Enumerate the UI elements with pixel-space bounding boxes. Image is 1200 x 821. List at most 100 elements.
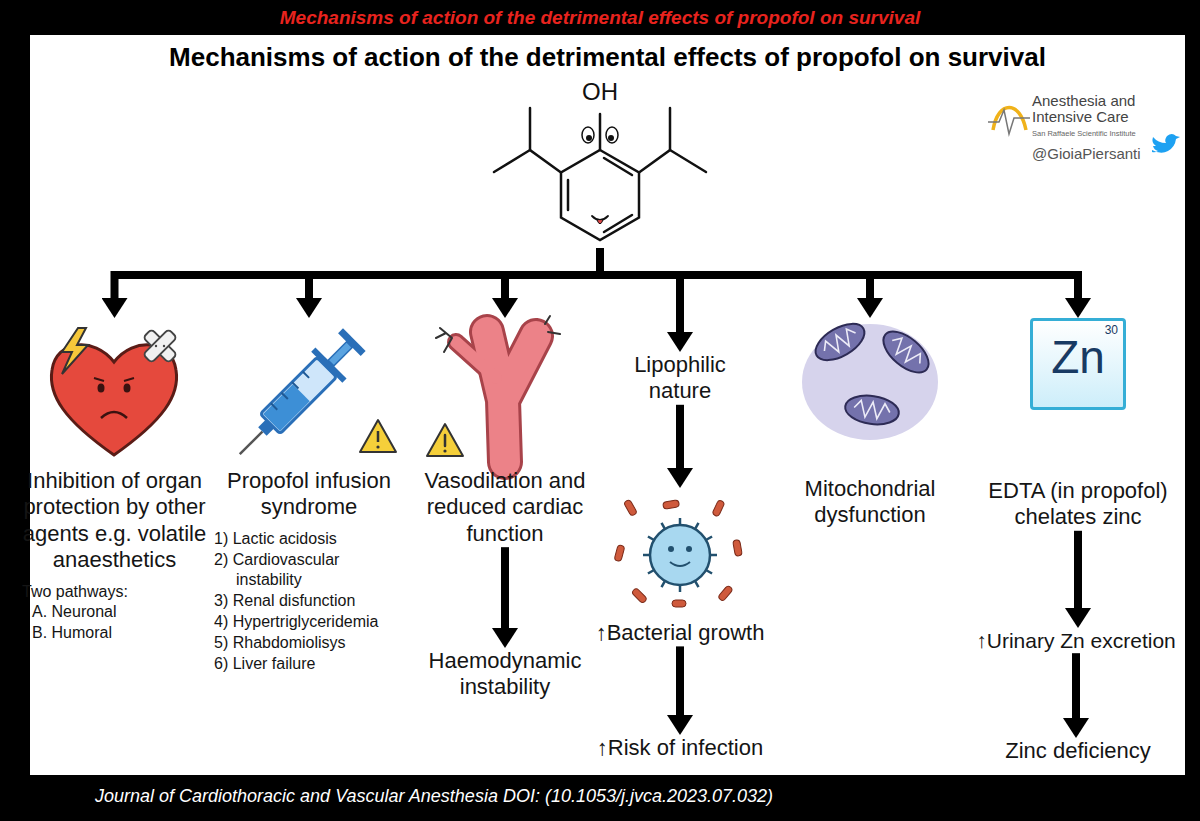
syringe-icon-part-part — [240, 432, 263, 455]
broken-heart-icon-part — [62, 328, 88, 374]
broken-heart-icon — [51, 328, 177, 455]
bacteria-icon-part — [686, 546, 692, 552]
bacteria-icon-part-part — [623, 499, 637, 516]
node-subtext: 2) Cardiovascular instability — [212, 550, 406, 592]
bacteria-icon-part — [643, 518, 717, 592]
node-subtext: 3) Renal disfunction — [212, 591, 406, 612]
bacteria-icon-part — [614, 499, 742, 607]
arrow-connector — [309, 248, 600, 298]
bacteria-icon-part-part — [718, 585, 734, 602]
mitochondria-icon-part-part — [820, 326, 859, 358]
broken-heart-icon-part — [94, 378, 134, 381]
logo-institute: San Raffaele Scientific Institute — [1032, 129, 1136, 138]
mitochondria-icon-part — [876, 324, 935, 380]
mechanism-node: Lipophilic nature — [615, 352, 745, 405]
node-subtext: 5) Rhabdomiolisys — [212, 633, 406, 654]
mechanism-node: Vasodilation and reduced cardiac functio… — [420, 318, 590, 547]
mitochondria-icon-part — [810, 316, 871, 367]
bacteria-icon-part — [668, 546, 674, 552]
effect-node: ↑Bacterial growth — [580, 488, 780, 646]
node-text: Lipophilic nature — [615, 352, 745, 405]
propofol-molecule-part — [530, 108, 561, 173]
mitochondria-icon-part-part — [853, 400, 891, 421]
bacteria-icon-part-part — [672, 600, 686, 607]
node-subtext: B. Humoral — [22, 623, 207, 644]
node-subtext: 4) Hypertriglyceridemia — [212, 612, 406, 633]
broken-heart-icon-part-part — [155, 345, 157, 347]
panel — [30, 35, 1185, 775]
syringe-icon — [224, 324, 396, 470]
element-box: Zn30 — [1030, 318, 1126, 410]
mechanism-node: Mitochondrial dysfunction — [785, 318, 955, 529]
propofol-molecule-part — [599, 114, 602, 150]
node-text: Inhibition of organ protection by other … — [22, 468, 207, 574]
propofol-molecule-part — [604, 158, 632, 175]
node-subtext: A. Neuronal — [22, 602, 207, 623]
arrow-connector — [600, 248, 680, 332]
broken-heart-icon-part — [98, 384, 105, 393]
mitochondria-icon-part — [843, 392, 900, 427]
twitter-handle: @GioiaPiersanti — [1032, 145, 1141, 162]
logo-part — [988, 110, 1030, 134]
bacteria-icon-part-part — [614, 544, 625, 561]
node-text: ↑Urinary Zn excretion — [968, 628, 1184, 653]
blood-vessel-icon-part — [487, 332, 536, 462]
logo-name: Anesthesia and Intensive Care — [1032, 93, 1154, 125]
node-text: Propofol infusion syndrome — [212, 468, 406, 521]
arrow-connector — [1072, 653, 1080, 718]
propofol-molecule-part — [608, 135, 614, 141]
bacteria-icon — [614, 499, 742, 607]
propofol-molecule-part — [494, 150, 530, 172]
blood-vessel-icon-part — [444, 435, 447, 446]
blood-vessel-icon-part — [436, 316, 560, 352]
syringe-icon-part-part — [328, 342, 352, 366]
node-text: Mitochondrial dysfunction — [785, 476, 955, 529]
mitochondria-icon-part-part — [887, 334, 925, 369]
outcome-node: Zinc deficiency — [988, 738, 1168, 764]
propofol-molecule-part — [582, 127, 594, 143]
propofol-molecule — [494, 108, 706, 240]
mitochondria-icon-part-part — [876, 324, 935, 380]
mitochondria-icon-part-part — [843, 392, 900, 427]
bacteria-icon-part-part — [631, 588, 647, 604]
citation-caption: Journal of Cardiothoracic and Vascular A… — [95, 786, 773, 807]
node-subtext: Two pathways: — [22, 582, 207, 603]
node-subtext: 6) Liver failure — [212, 654, 406, 675]
outcome-node: Haemodynamic instability — [410, 648, 600, 701]
banner-title: Mechanisms of action of the detrimental … — [0, 7, 1200, 29]
node-text: Zn — [1033, 334, 1123, 380]
mechanism-node: Inhibition of organ protection by other … — [22, 318, 207, 644]
broken-heart-icon-part-part — [143, 329, 177, 363]
syringe-icon-part — [224, 324, 370, 470]
node-text: Zinc deficiency — [988, 738, 1168, 764]
propofol-molecule-part — [670, 150, 706, 172]
propofol-molecule-part — [639, 108, 670, 173]
broken-heart-icon-part — [101, 412, 127, 418]
node-text: OH — [530, 78, 670, 107]
effect-node: ↑Urinary Zn excretion — [968, 628, 1184, 653]
blood-vessel-icon-part — [487, 332, 536, 462]
outcome-node: ↑Risk of infection — [580, 735, 780, 761]
syringe-icon-part-part — [271, 371, 309, 409]
bacteria-icon-part-part — [733, 539, 743, 556]
propofol-molecule-part — [592, 216, 608, 220]
arrow-connector — [676, 646, 684, 715]
blood-vessel-icon-part — [456, 342, 496, 378]
syringe-icon-part-part — [338, 328, 366, 356]
arrow-connector — [676, 405, 684, 468]
bacteria-icon-part — [670, 562, 690, 566]
propofol-molecule-part — [606, 127, 618, 143]
blood-vessel-icon — [427, 316, 560, 462]
arrow-connector — [501, 547, 509, 628]
syringe-icon-part — [376, 445, 379, 448]
node-subtext: 1) Lactic acidosis — [212, 529, 406, 550]
propofol-molecule-part — [586, 135, 592, 141]
arrow-connector — [505, 248, 600, 298]
blood-vessel-icon-part — [443, 449, 446, 452]
propofol-molecule-part — [561, 150, 639, 240]
molecule-node: OH — [530, 78, 670, 248]
node-text: ↑Risk of infection — [580, 735, 780, 761]
